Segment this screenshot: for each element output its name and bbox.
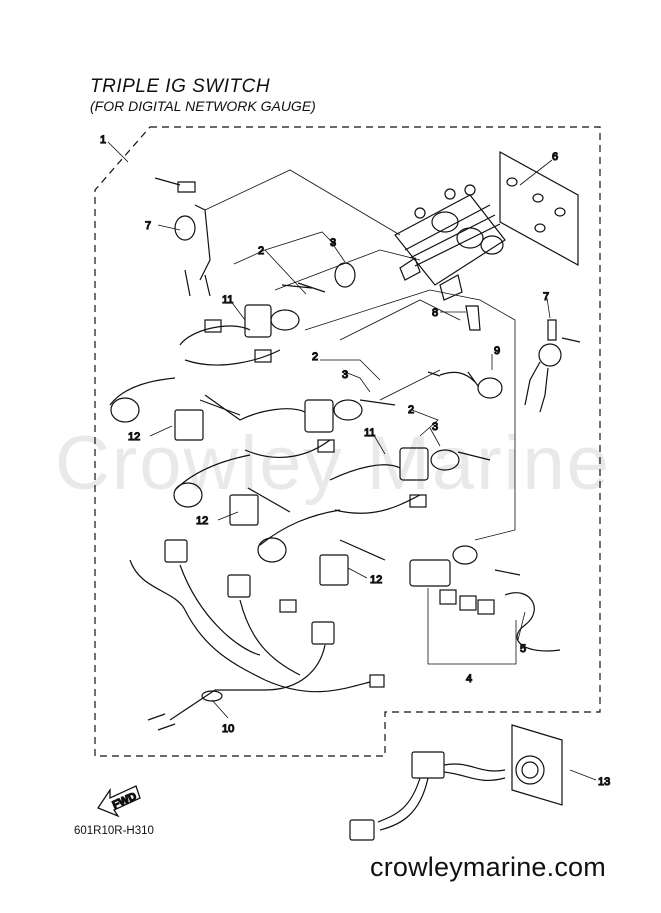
callout-5: 5 [520, 643, 526, 655]
watermark: Crowley Marine [55, 421, 611, 506]
diagram-subtitle: (FOR DIGITAL NETWORK GAUGE) [90, 98, 316, 114]
callout-4: 4 [466, 673, 472, 685]
switch-panel [394, 184, 506, 301]
callout-12a: 12 [128, 431, 140, 443]
diagram-code: 601R10R-H310 [74, 825, 154, 837]
callout-10: 10 [222, 723, 234, 735]
callout-8: 8 [432, 307, 438, 319]
leader-lines [107, 141, 597, 781]
site-url: crowleymarine.com [370, 852, 606, 882]
callout-3a: 3 [330, 237, 336, 249]
diagram-title: TRIPLE IG SWITCH [90, 76, 271, 97]
callout-3b: 3 [342, 369, 348, 381]
callout-1: 1 [100, 134, 106, 146]
key-switch-lower [247, 447, 491, 563]
cap-connectors [154, 177, 581, 413]
assembly-boundary [94, 126, 601, 757]
fwd-arrow-icon [97, 785, 141, 818]
relays [174, 394, 386, 586]
callout-7a: 7 [145, 220, 151, 232]
callout-12c: 12 [370, 574, 382, 586]
callout-labels: 1 2 3 2 3 2 3 4 5 6 7 7 8 9 10 11 11 12 … [99, 133, 610, 812]
callout-13: 13 [598, 776, 610, 788]
callout-7b: 7 [543, 291, 549, 303]
callout-9: 9 [494, 345, 500, 357]
callout-11a: 11 [222, 294, 233, 306]
stop-switch [409, 545, 561, 652]
key-switch-middle [173, 399, 396, 508]
bracket-and-buzzer [427, 305, 503, 399]
callout-3c: 3 [432, 421, 438, 433]
callout-6: 6 [552, 151, 558, 163]
callout-2c: 2 [408, 404, 414, 416]
connection-lines [204, 169, 516, 541]
extension-harness [349, 724, 563, 841]
mounting-plate [499, 150, 579, 267]
callout-2a: 2 [258, 245, 264, 257]
key-switch-upper [109, 262, 356, 423]
main-harness [129, 539, 385, 731]
callout-12b: 12 [196, 515, 208, 527]
callout-11b: 11 [364, 427, 375, 439]
callout-2b: 2 [312, 351, 318, 363]
fwd-label: FWD [111, 790, 139, 811]
